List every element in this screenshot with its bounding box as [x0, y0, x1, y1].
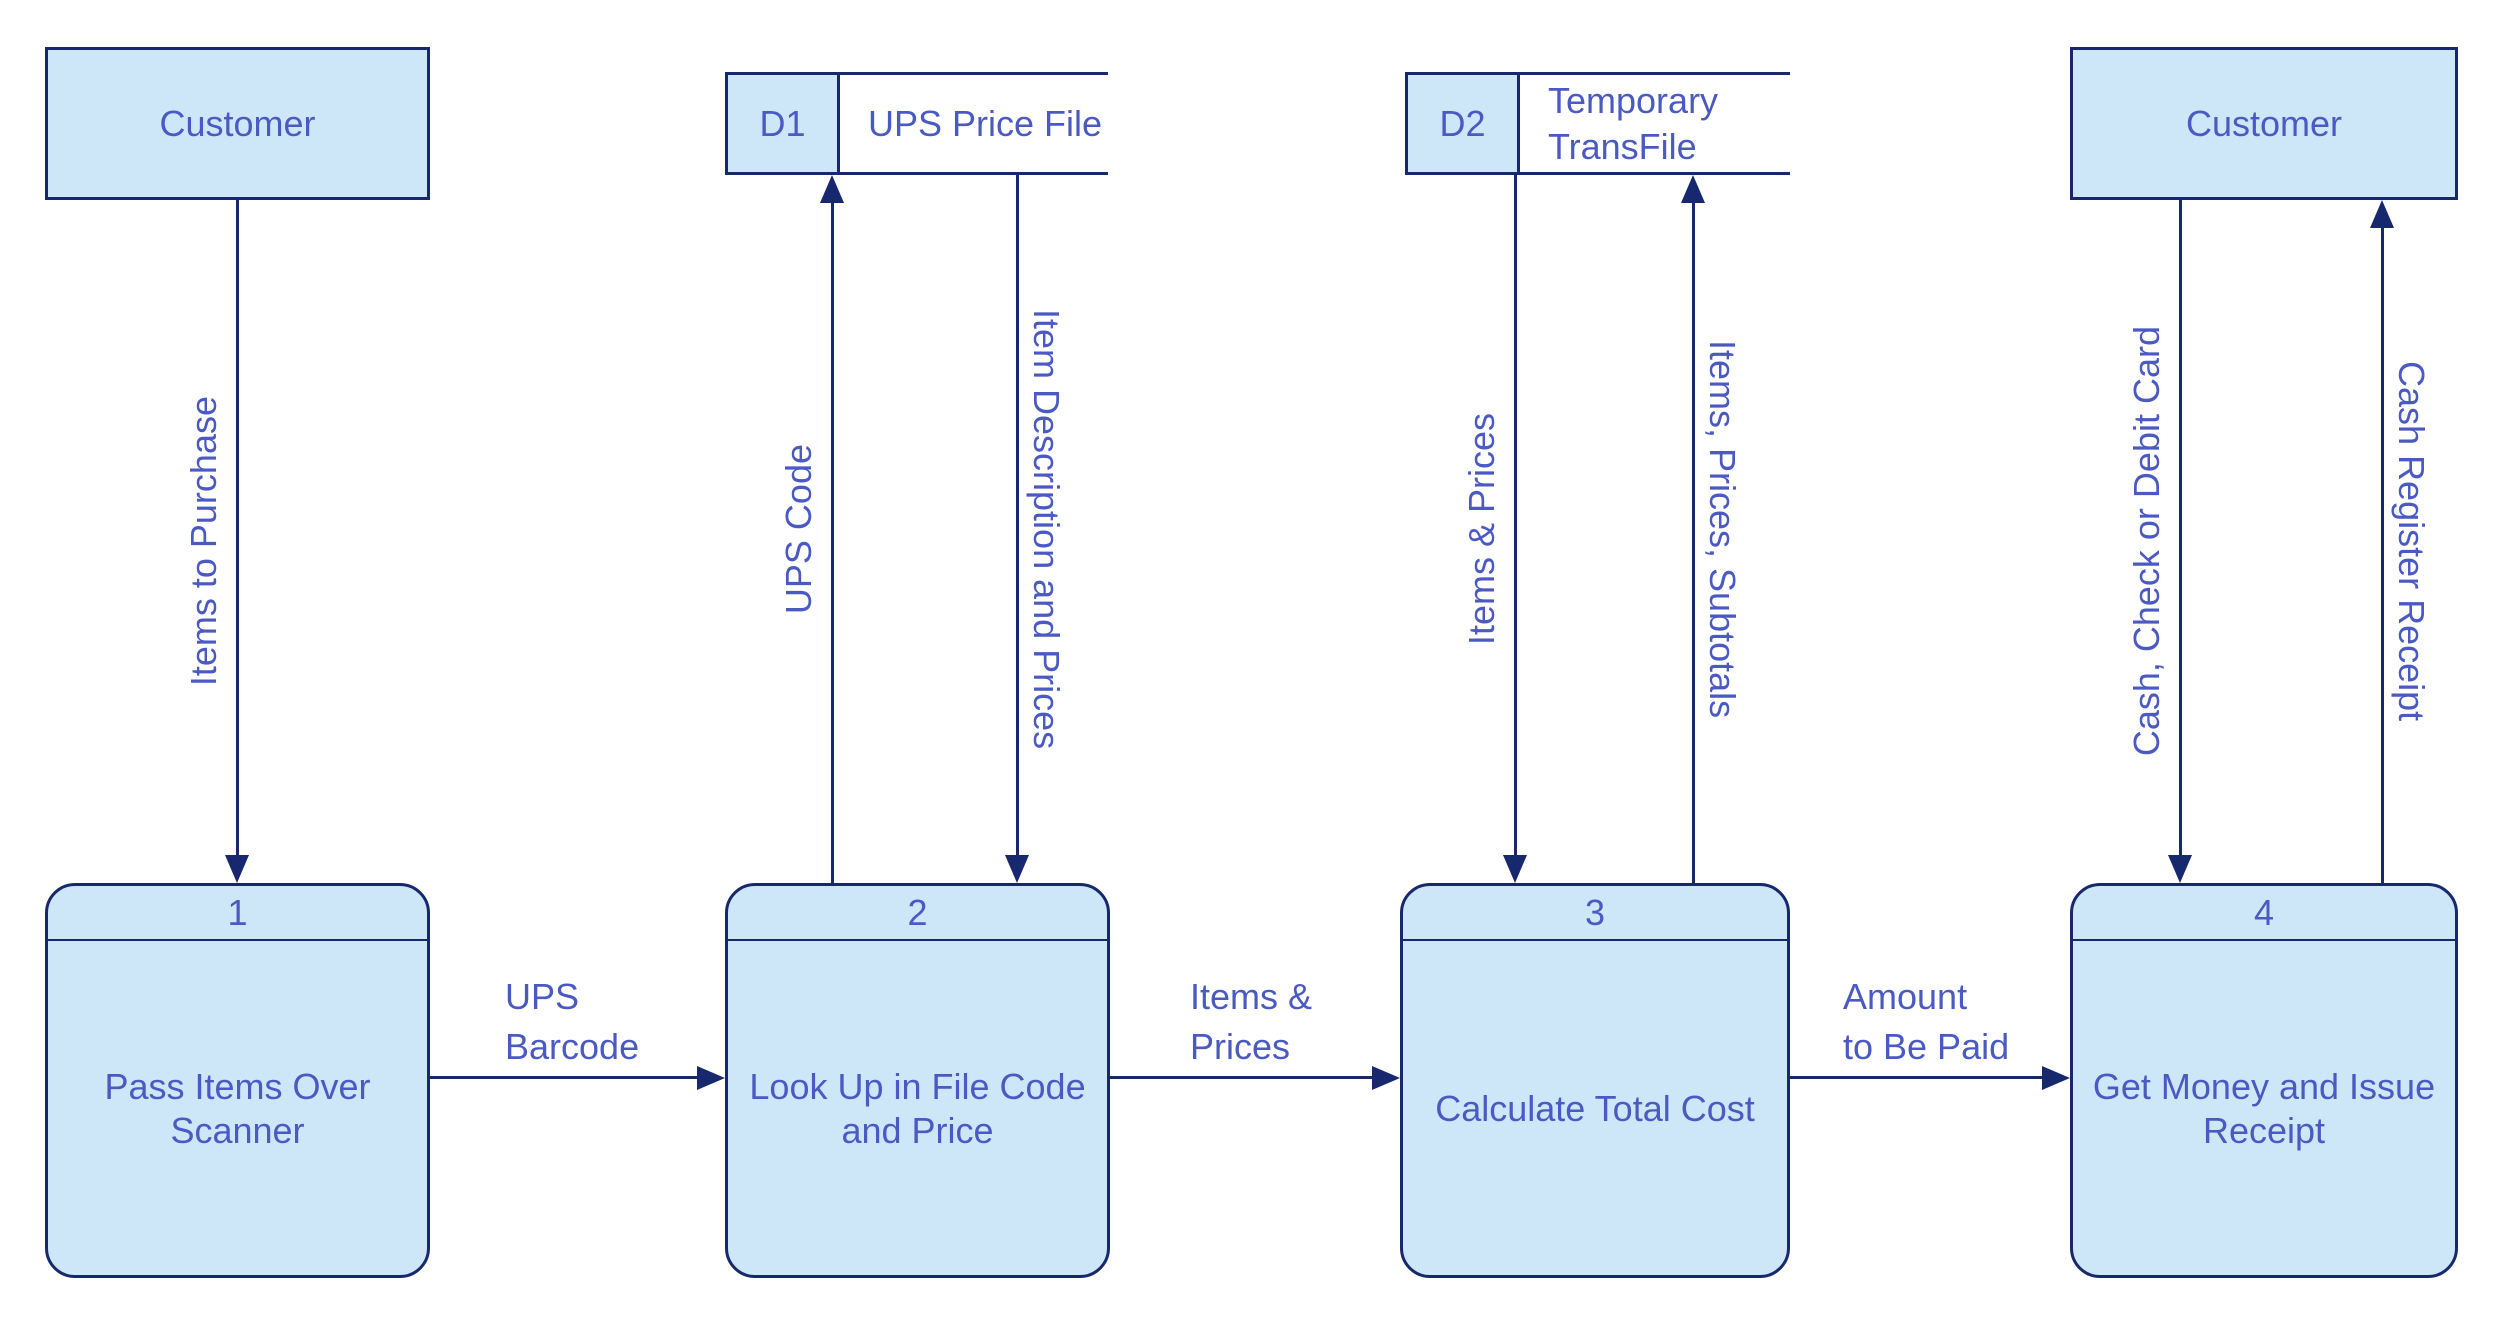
flow-label-cash-register-receipt: Cash Register Receipt	[2391, 361, 2432, 722]
flow-line-cash-check-or-debit-card	[2179, 200, 2182, 857]
flow-line-amount-to-be-paid	[1790, 1076, 2044, 1079]
flow-label-items-and-prices-horizontal: Items & Prices	[1190, 976, 1313, 1067]
entity-label: Customer	[159, 102, 316, 144]
arrowhead-up-cash-register-receipt	[2370, 200, 2394, 228]
flow-label-amount-to-be-paid: Amount to Be Paid	[1843, 976, 2010, 1067]
arrowhead-down-items-and-prices	[1503, 855, 1527, 883]
data-store-name: Temporary TransFile	[1520, 72, 1790, 175]
flow-label-items-prices-subtotals: Items, Prices, Subtotals	[1702, 339, 1743, 719]
process-name: Get Money and Issue Receipt	[2092, 1066, 2436, 1151]
arrowhead-up-ups-code	[820, 175, 844, 203]
flow-line-items-prices-subtotals	[1692, 203, 1695, 883]
process-name: Look Up in File Code and Price	[749, 1066, 1086, 1151]
process-2-look-up-in-file-code-and-price: 2 Look Up in File Code and Price	[725, 883, 1110, 1278]
arrowhead-down-item-description-and-prices	[1005, 855, 1029, 883]
arrowhead-right-items-and-prices	[1372, 1066, 1400, 1090]
entity-label: Customer	[2185, 102, 2343, 144]
process-number: 1	[48, 886, 427, 941]
data-store-d1: D1 UPS Price File	[725, 72, 1108, 175]
process-number: 4	[2073, 886, 2455, 941]
flow-line-ups-code	[831, 203, 834, 883]
process-number: 2	[728, 886, 1107, 941]
flow-line-items-and-prices-vertical	[1514, 175, 1517, 857]
flow-line-ups-barcode	[430, 1076, 699, 1079]
data-store-id-badge: D2	[1405, 72, 1520, 175]
flow-label-items-and-prices-vertical: Items & Prices	[1461, 412, 1502, 646]
process-4-get-money-and-issue-receipt: 4 Get Money and Issue Receipt	[2070, 883, 2458, 1278]
arrowhead-right-amount-to-be-paid	[2042, 1066, 2070, 1090]
process-number: 3	[1403, 886, 1787, 941]
data-store-d2: D2 Temporary TransFile	[1405, 72, 1790, 175]
flow-line-cash-register-receipt	[2381, 228, 2384, 883]
data-store-name: UPS Price File	[840, 72, 1108, 175]
flow-label-item-description-and-prices: Item Description and Prices	[1026, 308, 1067, 750]
process-name: Calculate Total Cost	[1435, 1088, 1755, 1129]
flow-line-item-description-and-prices	[1016, 175, 1019, 857]
flow-label-ups-code: UPS Code	[778, 443, 819, 615]
flow-line-items-to-purchase	[236, 200, 239, 857]
flow-label-items-to-purchase: Items to Purchase	[183, 396, 224, 687]
arrowhead-down-items-to-purchase	[225, 855, 249, 883]
data-store-id-badge: D1	[725, 72, 840, 175]
external-entity-customer-left: Customer	[45, 47, 430, 200]
flow-label-cash-check-or-debit-card: Cash, Check or Debit Card	[2126, 326, 2167, 757]
arrowhead-down-cash-check-or-debit-card	[2168, 855, 2192, 883]
process-name: Pass Items Over Scanner	[104, 1066, 371, 1151]
process-1-pass-items-over-scanner: 1 Pass Items Over Scanner	[45, 883, 430, 1278]
flow-line-items-and-prices-horizontal	[1110, 1076, 1374, 1079]
arrowhead-up-items-prices-subtotals	[1681, 175, 1705, 203]
process-3-calculate-total-cost: 3 Calculate Total Cost	[1400, 883, 1790, 1278]
arrowhead-right-ups-barcode	[697, 1066, 725, 1090]
external-entity-customer-right: Customer	[2070, 47, 2458, 200]
flow-label-ups-barcode: UPS Barcode	[505, 976, 640, 1067]
